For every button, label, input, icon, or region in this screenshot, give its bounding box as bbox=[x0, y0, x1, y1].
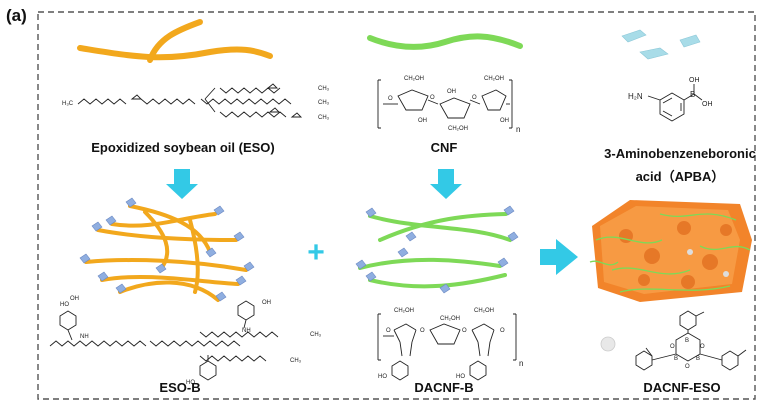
apba-structure bbox=[647, 84, 703, 122]
arrow-right bbox=[540, 239, 578, 275]
eso-ch3-top: CH₃ bbox=[318, 86, 330, 92]
label-eso-b: ESO-B bbox=[159, 380, 201, 395]
cnf-oh-3: OH bbox=[447, 89, 456, 95]
apba-tablets bbox=[621, 29, 701, 60]
eso-b-nh-1: NH bbox=[80, 334, 89, 340]
dacnf-b-ch2oh-3: CH₂OH bbox=[474, 308, 494, 314]
eso-b-nh-2: NH bbox=[242, 328, 251, 334]
dacnf-b-o-2: O bbox=[420, 328, 425, 334]
label-dacnf-eso: DACNF-ESO bbox=[643, 380, 721, 395]
dacnf-b-o-3: O bbox=[462, 328, 467, 334]
dacnf-b-n-subscript: n bbox=[519, 359, 523, 368]
dacnf-b-o-1: O bbox=[386, 328, 391, 334]
boroxine-o-2: O bbox=[700, 344, 705, 350]
eso-b-structure bbox=[49, 300, 279, 381]
eso-b-oh-2: OH bbox=[262, 300, 271, 306]
label-eso: Epoxidized soybean oil (ESO) bbox=[91, 140, 275, 155]
label-apba-line1: 3-Aminobenzeneboronic bbox=[604, 146, 756, 161]
apba-b: B bbox=[690, 90, 695, 99]
cnf-ch2oh-2: CH₂OH bbox=[448, 126, 468, 132]
boroxine-structure bbox=[635, 310, 747, 371]
boroxine-o-1: O bbox=[670, 344, 675, 350]
cnf-o-link-2: O bbox=[472, 95, 477, 101]
eso-b-oh-1: OH bbox=[70, 296, 79, 302]
cnf-oh-1: OH bbox=[418, 118, 427, 124]
dacnf-b-ho-1: HO bbox=[378, 374, 387, 380]
eso-h3c: H₃C bbox=[62, 101, 74, 107]
dashed-frame bbox=[37, 11, 756, 400]
cnf-o-link-1: O bbox=[430, 95, 435, 101]
dacnf-b-ch2oh-1: CH₂OH bbox=[394, 308, 414, 314]
eso-b-ho-1: HO bbox=[60, 302, 69, 308]
dacnf-b-ho-2: HO bbox=[456, 374, 465, 380]
eso-b-ch3-1: CH₃ bbox=[310, 332, 322, 338]
apba-h2n: H₂N bbox=[628, 92, 643, 101]
boroxine-b-3: B bbox=[696, 356, 700, 362]
plus-sign: + bbox=[307, 236, 325, 269]
cnf-o-end: O bbox=[388, 96, 393, 102]
arrow-down-cnf bbox=[430, 169, 462, 199]
eso-ch3-mid: CH₃ bbox=[318, 100, 330, 106]
eso-structure bbox=[77, 83, 303, 118]
cnf-oh-2: OH bbox=[500, 118, 509, 124]
apba-oh-2: OH bbox=[702, 101, 713, 108]
dacnf-b-ch2oh-2: CH₂OH bbox=[440, 316, 460, 322]
cnf-fiber bbox=[367, 33, 523, 50]
cnf-structure bbox=[377, 79, 513, 129]
dacnf-b-o-4: O bbox=[500, 328, 505, 334]
boroxine-b-1: B bbox=[685, 338, 689, 344]
panel-label: (a) bbox=[6, 6, 27, 25]
eso-fiber bbox=[77, 19, 273, 63]
eso-b-ch3-2: CH₃ bbox=[290, 358, 302, 364]
boroxine-b-2: B bbox=[674, 356, 678, 362]
eso-b-boronic-tips bbox=[79, 197, 255, 302]
eso-b-network bbox=[84, 204, 248, 302]
boroxine-o-3: O bbox=[685, 364, 690, 370]
cnf-ch2oh-1: CH₂OH bbox=[404, 76, 424, 82]
dacnf-b-structure bbox=[377, 313, 517, 381]
arrow-down-eso bbox=[166, 169, 198, 199]
cnf-ch2oh-3: CH₂OH bbox=[484, 76, 504, 82]
dacnf-b-boronic-tips bbox=[355, 205, 519, 294]
eso-b-ho-2: HO bbox=[186, 380, 195, 386]
label-apba-line2: acid（APBA） bbox=[635, 169, 725, 184]
label-dacnf-b: DACNF-B bbox=[414, 380, 474, 395]
cnf-n-subscript: n bbox=[516, 125, 520, 134]
dacnf-b-network bbox=[358, 212, 512, 289]
crosslink-sphere bbox=[600, 336, 616, 352]
dacnf-eso-aerogel bbox=[589, 200, 752, 302]
label-cnf: CNF bbox=[430, 140, 458, 155]
apba-oh-1: OH bbox=[689, 77, 700, 84]
eso-ch3-bottom: CH₃ bbox=[318, 115, 330, 121]
